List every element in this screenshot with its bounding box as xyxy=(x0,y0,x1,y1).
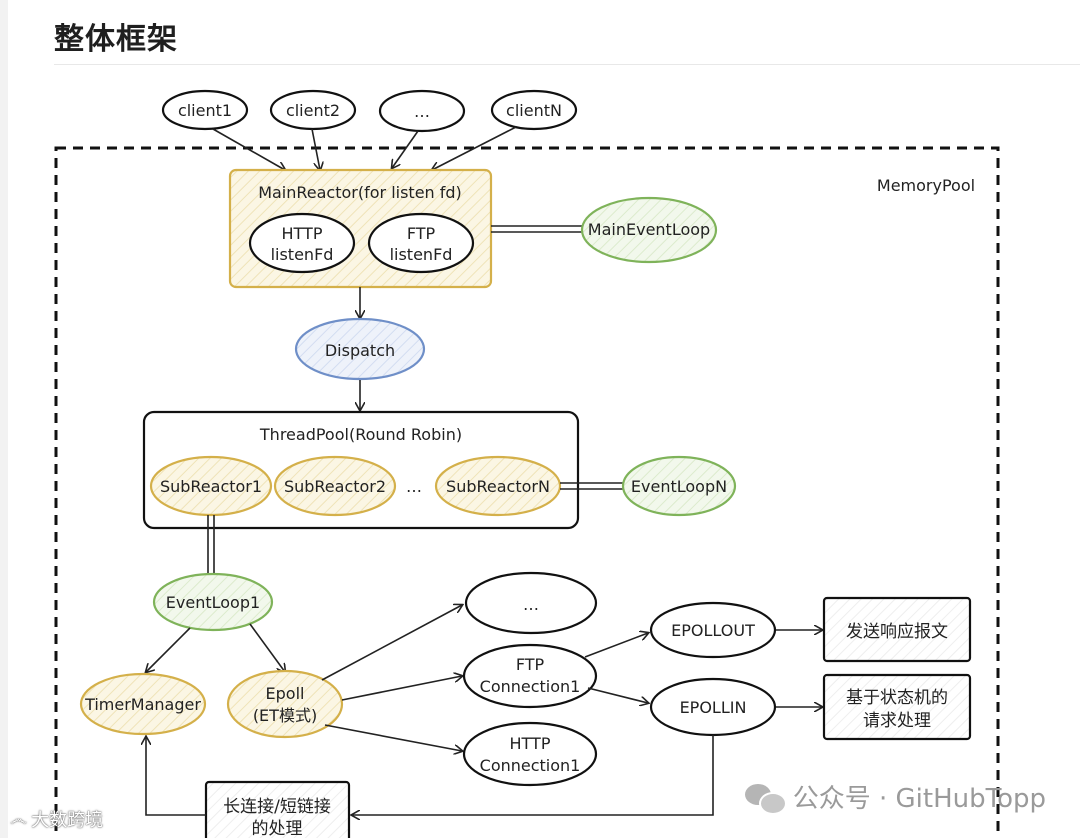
page-title: 整体框架 xyxy=(54,22,178,57)
send-response-label: 发送响应报文 xyxy=(846,622,948,642)
connection-ellipsis-node: … xyxy=(464,571,598,635)
client-label: … xyxy=(414,102,430,121)
title-divider xyxy=(54,64,1080,65)
client-label: client2 xyxy=(286,101,340,120)
subreactor-n-node xyxy=(434,455,562,517)
subreactor-n-label: SubReactorN xyxy=(446,477,550,496)
event-loop-n-label: EventLoopN xyxy=(631,477,727,496)
http-connection-line1: HTTP xyxy=(510,734,551,753)
arrow-epoll-httpconnection xyxy=(324,724,462,751)
epoll-line2: (ET模式) xyxy=(253,706,317,725)
ftp-listenfd-node xyxy=(367,212,475,274)
conn-handling-line2: 的处理 xyxy=(252,819,303,838)
epollout-label: EPOLLOUT xyxy=(671,621,755,640)
http-connection-line2: Connection1 xyxy=(480,756,581,775)
ftp-connection-line2: Connection1 xyxy=(480,677,581,696)
main-event-loop-label: MainEventLoop xyxy=(588,220,710,239)
client-node-n: clientN xyxy=(490,89,578,131)
connection-ellipsis-label: … xyxy=(523,595,539,614)
client-label: client1 xyxy=(178,101,232,120)
timer-manager-node: TimerManager xyxy=(79,672,207,736)
memory-pool-label: MemoryPool xyxy=(877,176,975,195)
dispatch-label: Dispatch xyxy=(325,341,395,360)
conn-handling-line1: 长连接/短链接 xyxy=(223,797,331,817)
arrow-connhandling-timermanager xyxy=(146,737,206,816)
subreactor-ellipsis: … xyxy=(406,477,422,496)
state-machine-line1: 基于状态机的 xyxy=(846,688,948,708)
client-node-ellipsis: … xyxy=(378,89,466,133)
main-reactor-title: MainReactor(for listen fd) xyxy=(258,183,462,202)
arrow-eventloop1-timermanager xyxy=(146,627,191,672)
http-connection-node: HTTP Connection1 xyxy=(462,721,598,787)
send-response-box: 发送响应报文 xyxy=(822,596,972,663)
arrow-eventloop1-epoll xyxy=(249,623,285,672)
watermark-logo-icon: ෴ xyxy=(10,808,28,830)
ftp-listenfd-line2: listenFd xyxy=(390,245,453,264)
subreactor-2-label: SubReactor2 xyxy=(284,477,386,496)
event-loop-n-node: EventLoopN xyxy=(621,455,737,517)
http-listenfd-line2: listenFd xyxy=(271,245,334,264)
http-listenfd-node xyxy=(248,212,356,274)
wechat-watermark-text: 公众号 · GitHubTopp xyxy=(792,784,1046,814)
arrow-ftpconnection-epollout xyxy=(584,633,648,658)
arrow-client2-mainreactor xyxy=(311,128,320,170)
arrow-epollin-connhandling xyxy=(352,735,714,815)
ftp-connection-line1: FTP xyxy=(516,655,545,674)
thread-pool-box: ThreadPool(Round Robin) SubReactor1 SubR… xyxy=(142,410,580,530)
state-machine-box: 基于状态机的 请求处理 xyxy=(822,673,972,741)
main-reactor-box: MainReactor(for listen fd) HTTP listenFd… xyxy=(228,168,493,289)
ftp-connection-node: FTP Connection1 xyxy=(462,643,598,709)
subreactor-2-node xyxy=(273,455,397,517)
arrow-epoll-ellipsis xyxy=(321,605,462,681)
arrow-ellipsis-mainreactor xyxy=(392,130,419,168)
corner-watermark-text: 大数跨境 xyxy=(31,810,104,831)
subreactor-1-label: SubReactor1 xyxy=(160,477,262,496)
ftp-listenfd-line1: FTP xyxy=(407,224,436,243)
thread-pool-title: ThreadPool(Round Robin) xyxy=(259,425,462,444)
client-node-2: client2 xyxy=(269,89,357,131)
state-machine-line2: 请求处理 xyxy=(863,711,931,731)
event-loop-1-node: EventLoop1 xyxy=(152,572,274,632)
epollin-node: EPOLLIN xyxy=(649,677,777,737)
page-left-bar xyxy=(0,0,8,838)
http-listenfd-line1: HTTP xyxy=(282,224,323,243)
event-loop-1-label: EventLoop1 xyxy=(166,593,260,612)
client-node-1: client1 xyxy=(161,89,249,131)
client-label: clientN xyxy=(506,101,562,120)
main-event-loop-node: MainEventLoop xyxy=(580,196,718,264)
corner-watermark: ෴ 大数跨境 xyxy=(10,806,103,832)
timer-manager-label: TimerManager xyxy=(84,695,201,714)
epoll-node: Epoll (ET模式) xyxy=(226,669,344,739)
epollin-label: EPOLLIN xyxy=(680,698,747,717)
conn-handling-box: 长连接/短链接 的处理 xyxy=(204,780,351,838)
memory-pool-boundary xyxy=(54,146,1000,838)
arrow-clientn-mainreactor xyxy=(432,126,517,170)
dispatch-node: Dispatch xyxy=(294,317,426,381)
epollout-node: EPOLLOUT xyxy=(649,601,777,659)
arrow-client1-mainreactor xyxy=(212,128,285,170)
epoll-line1: Epoll xyxy=(266,684,305,703)
wechat-icon xyxy=(744,782,787,815)
arrow-ftpconnection-epollin xyxy=(587,687,648,703)
subreactor-1-node xyxy=(149,455,273,517)
arrow-epoll-ftpconnection xyxy=(341,676,462,701)
wechat-watermark: 公众号 · GitHubTopp xyxy=(744,778,1046,815)
